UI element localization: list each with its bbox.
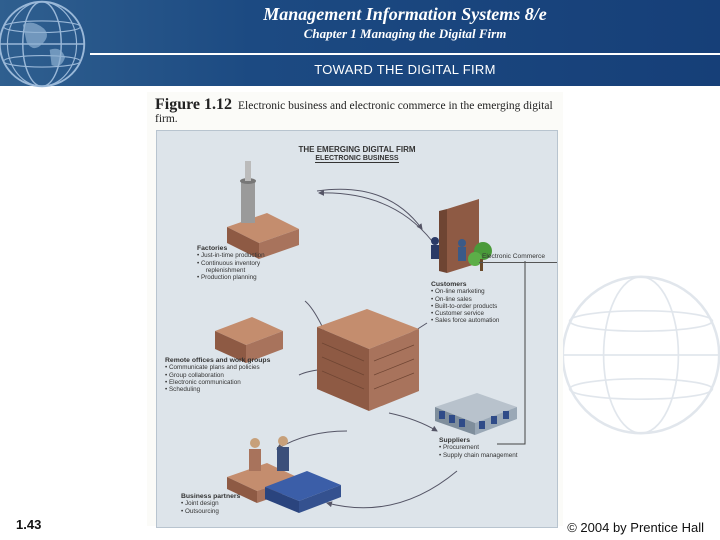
globe-watermark-icon — [561, 275, 720, 435]
list-item: • Outsourcing — [181, 507, 219, 515]
digital-firm-diagram: THE EMERGING DIGITAL FIRM ELECTRONIC BUS… — [156, 130, 558, 528]
customers-block: Customers • On-line marketing • On-line … — [431, 281, 499, 325]
diagram-subheading-text: ELECTRONIC BUSINESS — [315, 155, 399, 163]
list-item: • Just-in-time production — [197, 252, 265, 260]
list-item: • On-line sales — [431, 295, 472, 303]
list-item: • Customer service — [431, 310, 484, 318]
headquarters-illustration — [317, 309, 419, 411]
list-item: • Built-to-order products — [431, 302, 498, 310]
factories-block: Factories • Just-in-time production • Co… — [197, 245, 265, 281]
diagram-heading: THE EMERGING DIGITAL FIRM — [298, 145, 416, 154]
list-item: • Continuous inventory — [197, 259, 261, 267]
slide-number: 1.43 — [16, 517, 42, 532]
customer-illustration — [431, 199, 492, 273]
chapter-subtitle: Chapter 1 Managing the Digital Firm — [303, 26, 507, 41]
list-item: • Procurement — [439, 444, 480, 452]
section-title: TOWARD THE DIGITAL FIRM — [314, 62, 496, 77]
suppliers-block: Suppliers • Procurement • Supply chain m… — [439, 437, 518, 459]
list-item: • Electronic communication — [165, 378, 241, 386]
slide-title: Management Information Systems 8/e — [263, 4, 547, 24]
remote-office-illustration — [215, 317, 283, 363]
figure-label: Figure 1.12 — [155, 96, 233, 113]
ecommerce-divider — [479, 262, 557, 263]
remote-offices-title: Remote offices and work groups — [165, 357, 271, 364]
slide-header: Management Information Systems 8/e Chapt… — [0, 0, 720, 88]
list-item: • Joint design — [181, 500, 219, 508]
factories-title: Factories — [197, 245, 228, 252]
ecommerce-label: Electronic Commerce — [482, 253, 546, 260]
diagram-illustration — [215, 161, 526, 513]
list-item: • On-line marketing — [431, 288, 485, 296]
list-item: • Supply chain management — [439, 451, 518, 459]
list-item: • Production planning — [197, 274, 257, 282]
copyright-notice: © 2004 by Prentice Hall — [567, 520, 704, 535]
globe-icon — [0, 0, 86, 88]
business-partners-title: Business partners — [181, 493, 241, 500]
supplier-illustration — [435, 393, 517, 435]
business-partners-block: Business partners • Joint design • Outso… — [181, 493, 240, 515]
factory-illustration — [227, 161, 299, 259]
header-divider — [90, 53, 720, 55]
list-item: • Communicate plans and policies — [165, 364, 260, 372]
customers-title: Customers — [431, 281, 467, 288]
list-item: replenishment — [204, 266, 246, 274]
list-item: • Scheduling — [165, 386, 201, 394]
suppliers-title: Suppliers — [439, 437, 470, 444]
figure-caption-text: Electronic business and electronic comme… — [155, 100, 553, 125]
list-item: • Group collaboration — [165, 371, 224, 379]
list-item: • Sales force automation — [431, 317, 500, 325]
diagram-subheading: ELECTRONIC BUSINESS — [157, 155, 557, 163]
remote-offices-block: Remote offices and work groups • Communi… — [165, 357, 270, 393]
business-partners-illustration — [227, 436, 341, 513]
